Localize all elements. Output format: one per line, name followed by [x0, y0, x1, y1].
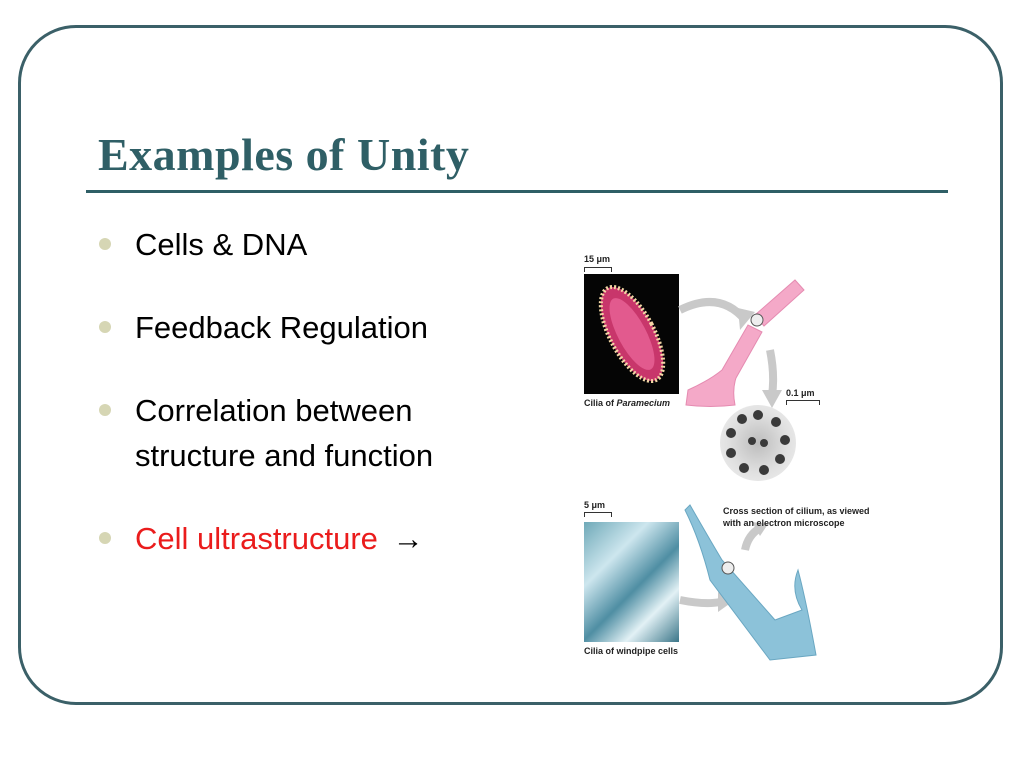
bullet-item-ultrastructure: Cell ultrastructure →: [97, 516, 517, 561]
bullet-dot-icon: [99, 321, 111, 333]
bullet-dot-icon: [99, 404, 111, 416]
bullet-text: Cells & DNA: [135, 227, 308, 262]
bullet-text-highlight: Cell ultrastructure: [135, 521, 378, 556]
bullet-text: Correlation between structure and functi…: [135, 393, 434, 473]
cilium-cross-section-photo: [720, 405, 796, 481]
scale-bar-bottom: [584, 512, 612, 517]
scale-bar-top: [584, 267, 612, 272]
bullet-item-feedback: Feedback Regulation: [97, 305, 517, 350]
bullet-list: Cells & DNA Feedback Regulation Correlat…: [97, 222, 517, 599]
slide-frame: [18, 25, 1003, 705]
scale-label-top: 15 μm: [584, 254, 611, 264]
paramecium-photo: [584, 274, 679, 394]
cilium-diagram: [678, 279, 817, 661]
bullet-dot-icon: [99, 238, 111, 250]
scale-label-bottom: 5 μm: [584, 500, 606, 510]
caption-paramecium: Cilia of Paramecium: [584, 398, 671, 408]
caption-cross-section-1: Cross section of cilium, as viewed: [723, 506, 870, 516]
bullet-text: Feedback Regulation: [135, 310, 428, 345]
title-rule: [86, 190, 948, 193]
caption-cross-section-2: with an electron microscope: [723, 518, 845, 528]
scale-label-mid: 0.1 μm: [786, 388, 815, 398]
bullet-item-cells-dna: Cells & DNA: [97, 222, 517, 267]
right-arrow-icon: →: [392, 521, 424, 556]
cilia-figure: 15 μm Cilia of Paramecium 0.1 μm: [570, 240, 910, 670]
slide-title: Examples of Unity: [98, 129, 470, 180]
bullet-dot-icon: [99, 532, 111, 544]
bullet-item-correlation: Correlation between structure and functi…: [97, 388, 495, 478]
caption-windpipe: Cilia of windpipe cells: [584, 646, 679, 656]
windpipe-cilia-photo: [584, 522, 679, 642]
scale-bar-mid: [786, 400, 820, 405]
